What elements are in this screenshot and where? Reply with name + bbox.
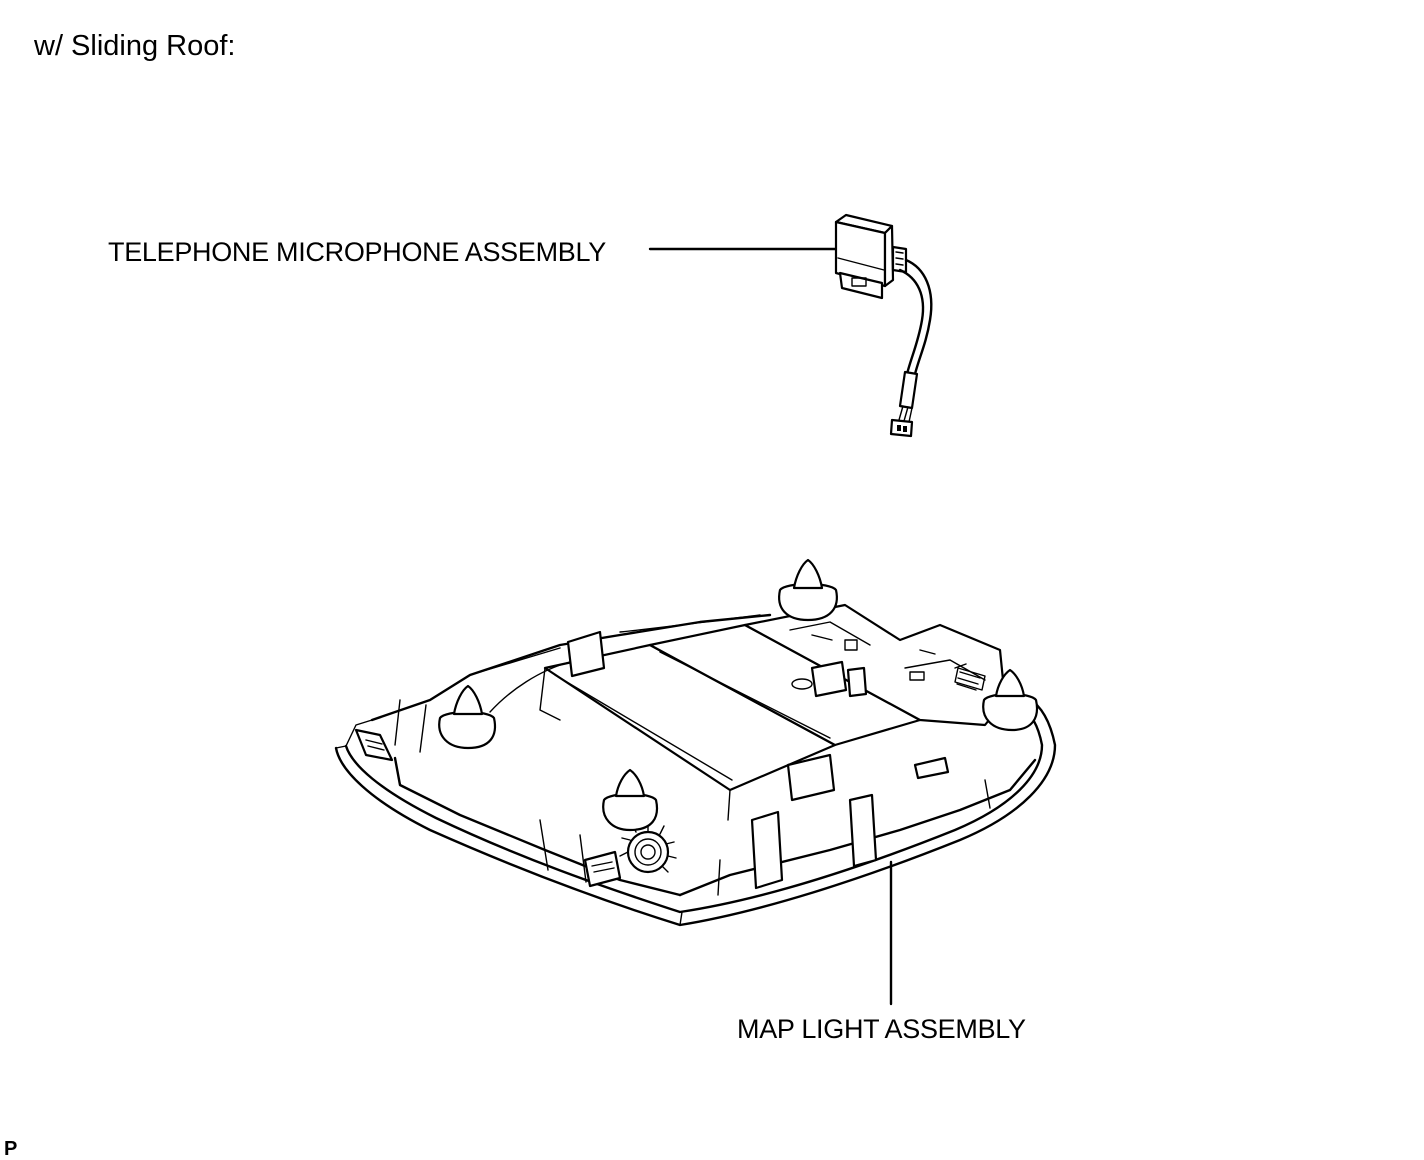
telephone-microphone-drawing xyxy=(834,213,933,438)
map-light-drawing xyxy=(334,558,1057,927)
retaining-pin-left xyxy=(438,684,497,750)
diagram-heading: w/ Sliding Roof: xyxy=(34,30,236,62)
retaining-pin-rear xyxy=(778,558,838,622)
corner-code: P xyxy=(4,1138,18,1160)
telephone-microphone-label: TELEPHONE MICROPHONE ASSEMBLY xyxy=(108,237,606,267)
retaining-pin-right xyxy=(982,668,1039,732)
retaining-pin-front xyxy=(602,768,659,832)
map-light-label: MAP LIGHT ASSEMBLY xyxy=(737,1014,1026,1044)
